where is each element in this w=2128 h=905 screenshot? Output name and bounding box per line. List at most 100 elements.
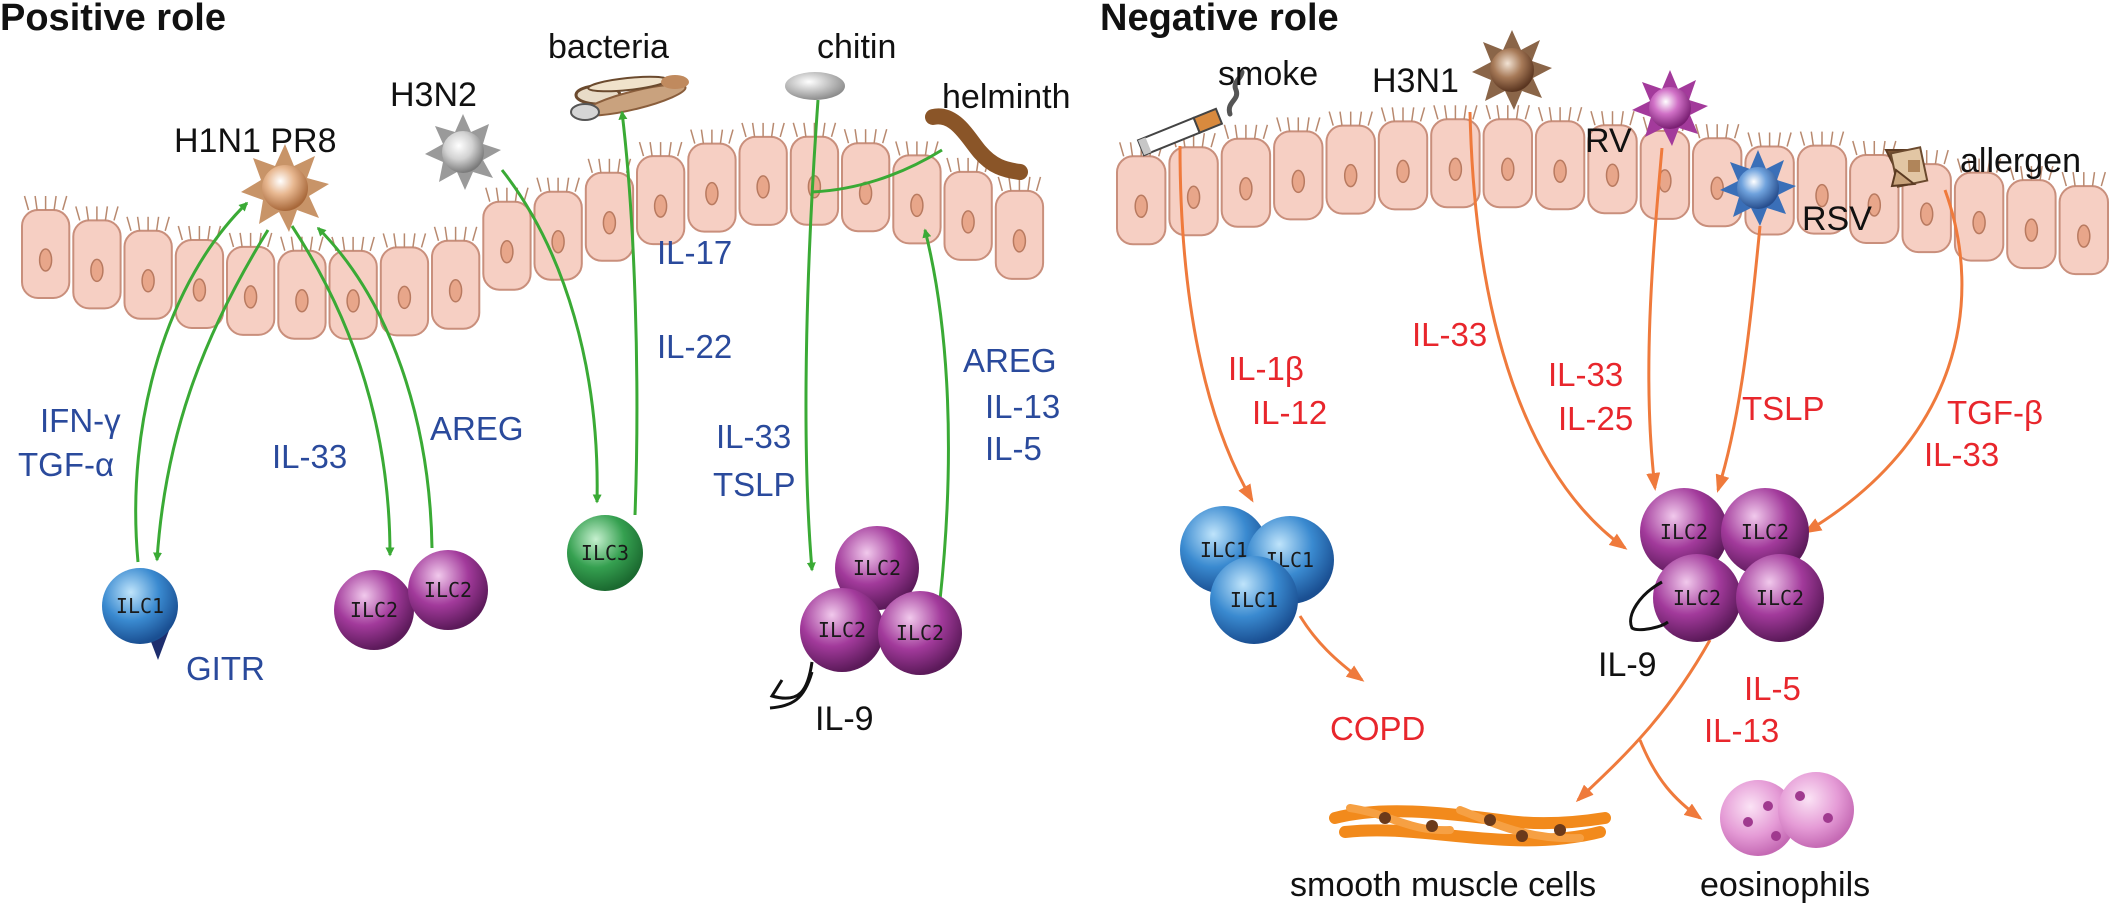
arrow-ilc2-to-h1n1 bbox=[316, 226, 434, 549]
ilc3-cell: ILC3 bbox=[567, 515, 643, 591]
arrow-rsv-to-ilc2 bbox=[1715, 225, 1762, 493]
il9-label-b: IL-9 bbox=[1598, 646, 1657, 684]
epithelium-right-cell bbox=[1377, 107, 1429, 211]
il33-label-c: IL-33 bbox=[1412, 316, 1487, 353]
h3n1-label: H3N1 bbox=[1372, 62, 1459, 100]
arrow-helminth-merge bbox=[811, 148, 943, 194]
il25-label: IL-25 bbox=[1558, 400, 1633, 437]
epithelium-right-cell bbox=[2058, 171, 2110, 276]
h1n1-virus-icon bbox=[241, 144, 329, 232]
il33-label-a: IL-33 bbox=[272, 438, 347, 475]
epithelium-right-cell bbox=[1115, 142, 1167, 246]
epithelium-left-cell bbox=[20, 195, 71, 299]
epithelium-left-cell bbox=[123, 216, 173, 320]
ilc2-cluster-positive: ILC2 ILC2 ILC2 bbox=[800, 526, 962, 675]
smooth-muscle-cells-label: smooth muscle cells bbox=[1290, 866, 1596, 904]
arrow-ilc3-to-bacteria bbox=[618, 110, 639, 516]
chitin-icon bbox=[785, 72, 845, 100]
svg-text:ILC2: ILC2 bbox=[1673, 586, 1721, 610]
svg-text:ILC1: ILC1 bbox=[1200, 538, 1248, 562]
ilc2-cluster-negative: ILC2 ILC2 ILC2 ILC2 bbox=[1640, 488, 1824, 642]
arrow-allergen-to-ilc2 bbox=[1803, 189, 1964, 534]
ilc2-pair-positive: ILC2 ILC2 bbox=[334, 550, 488, 650]
arrow-smoke-to-ilc1 bbox=[1178, 145, 1254, 503]
epithelium-right-cell bbox=[1953, 158, 2005, 262]
epithelium-left-cell bbox=[72, 206, 122, 310]
svg-text:ILC2: ILC2 bbox=[896, 621, 944, 645]
epithelium-left-cell bbox=[482, 187, 532, 291]
arrow-to-eosinophils bbox=[1638, 739, 1703, 820]
epithelium-right-cell bbox=[1691, 123, 1743, 228]
rsv-label: RSV bbox=[1802, 200, 1872, 238]
smoke-label: smoke bbox=[1218, 55, 1318, 93]
arrow-ilc2-to-smooth-muscle bbox=[1575, 639, 1712, 803]
il9-autocrine-loop-negative bbox=[1629, 580, 1669, 632]
allergen-label: allergen bbox=[1960, 142, 2081, 180]
arrow-rv-to-ilc2 bbox=[1646, 147, 1664, 491]
il9-autocrine-loop-positive bbox=[769, 661, 814, 710]
svg-text:ILC2: ILC2 bbox=[1741, 520, 1789, 544]
ilc1-cell-positive: ILC1 bbox=[102, 568, 178, 660]
tslp-label-b: TSLP bbox=[1742, 390, 1825, 427]
chitin-label: chitin bbox=[817, 28, 896, 66]
svg-text:ILC1: ILC1 bbox=[1230, 588, 1278, 612]
epithelium-right-cell bbox=[1482, 104, 1534, 209]
epithelium-left-cell bbox=[431, 226, 481, 330]
tgf-alpha-label: TGF-α bbox=[18, 446, 114, 483]
epithelium-left-cell bbox=[943, 157, 993, 261]
eosinophils-label: eosinophils bbox=[1700, 866, 1870, 904]
areg-label-b: AREG bbox=[963, 342, 1057, 379]
arrow-h3n1-to-ilc2 bbox=[1468, 111, 1628, 550]
svg-text:ILC2: ILC2 bbox=[818, 618, 866, 642]
areg-label-a: AREG bbox=[430, 410, 524, 447]
epithelium-left-cell bbox=[226, 232, 276, 336]
svg-text:ILC1: ILC1 bbox=[116, 594, 164, 618]
il33-label-e: IL-33 bbox=[1924, 436, 1999, 473]
svg-text:ILC3: ILC3 bbox=[581, 541, 629, 565]
ilc1-cluster-negative: ILC1 ILC1 ILC1 bbox=[1180, 506, 1334, 644]
epithelium-right-cell bbox=[1534, 106, 1586, 211]
epithelium-left-cell bbox=[738, 122, 788, 226]
epithelium-left bbox=[20, 122, 1045, 340]
epithelium-left-cell bbox=[635, 141, 686, 246]
il17-label: IL-17 bbox=[657, 234, 732, 271]
epithelium-right-cell bbox=[1273, 117, 1324, 221]
epithelium-right-cell bbox=[1796, 131, 1848, 235]
epithelium-right-cell bbox=[1430, 105, 1481, 209]
arrow-ilc2-to-epithelium bbox=[922, 228, 950, 601]
h3n1-virus-icon bbox=[1472, 30, 1552, 110]
rv-virus-icon bbox=[1632, 70, 1708, 146]
arrow-ilc1-to-copd bbox=[1298, 615, 1365, 682]
il5-label-b: IL-5 bbox=[1744, 670, 1801, 707]
tgf-beta-label: TGF-β bbox=[1947, 394, 2043, 431]
epithelium-right-cell bbox=[1325, 111, 1376, 215]
il12-label: IL-12 bbox=[1252, 394, 1327, 431]
positive-role-heading: Positive role bbox=[0, 0, 226, 39]
epithelium-left-cell bbox=[328, 236, 378, 340]
rsv-virus-icon bbox=[1720, 150, 1796, 226]
svg-text:ILC2: ILC2 bbox=[1660, 520, 1708, 544]
cigarette-icon bbox=[1136, 69, 1245, 157]
bacteria-label: bacteria bbox=[548, 28, 669, 66]
il22-label: IL-22 bbox=[657, 328, 732, 365]
ifn-gamma-label: IFN-γ bbox=[40, 402, 121, 439]
h3n2-label: H3N2 bbox=[390, 76, 477, 114]
negative-role-heading: Negative role bbox=[1100, 0, 1339, 39]
arrow-chitin-to-ilc2 bbox=[804, 99, 820, 572]
il13-label-a: IL-13 bbox=[985, 388, 1060, 425]
epithelium-left-cell bbox=[277, 236, 327, 340]
il9-label-a: IL-9 bbox=[815, 700, 874, 738]
svg-text:ILC2: ILC2 bbox=[424, 578, 472, 602]
svg-text:ILC2: ILC2 bbox=[1756, 586, 1804, 610]
epithelium-left-cell bbox=[994, 176, 1045, 280]
arrow-ilc1-to-h1n1 bbox=[134, 201, 249, 563]
arrow-h1n1-to-ilc2 bbox=[290, 225, 395, 557]
copd-label: COPD bbox=[1330, 710, 1425, 747]
h1n1-pr8-label: H1N1 PR8 bbox=[174, 122, 337, 160]
il33-label-b: IL-33 bbox=[716, 418, 791, 455]
il5-label-a: IL-5 bbox=[985, 430, 1042, 467]
helminth-label: helminth bbox=[942, 78, 1071, 116]
allergen-icon bbox=[1884, 146, 1929, 188]
epithelium-right-cell bbox=[1849, 140, 1900, 244]
epithelium-left-cell bbox=[840, 128, 891, 233]
